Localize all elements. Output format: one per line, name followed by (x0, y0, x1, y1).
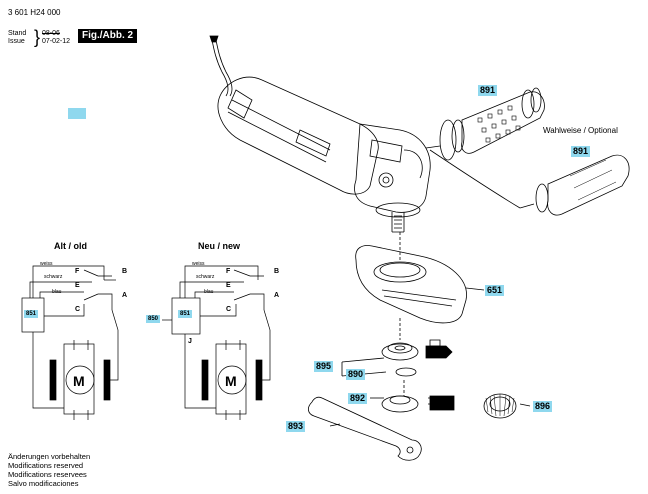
terminal-f-old: F (75, 268, 80, 275)
wire-schwarz-old: schwarz (44, 274, 63, 280)
optional-handle-grip (547, 154, 630, 216)
part-890: 890 (346, 369, 366, 380)
terminal-a-new: A (274, 292, 280, 299)
stand-date: 08-06 (42, 30, 60, 37)
optional-label: Wahlweise / Optional (543, 126, 618, 135)
terminal-e-new: E (226, 282, 231, 289)
part-851-new: 851 (178, 310, 193, 318)
motor-old: M (73, 373, 85, 389)
highlight-marker (68, 108, 86, 119)
part-651: 651 (485, 285, 505, 296)
terminal-b-old: B (122, 268, 128, 275)
terminal-c-new: C (226, 306, 232, 313)
flange-895 (381, 343, 419, 361)
figure-label: Fig./Abb. 2 (78, 29, 138, 43)
wire-blau-old: blau (52, 289, 62, 295)
terminal-e-old: E (75, 282, 80, 289)
terminal-j-new: J (188, 338, 192, 345)
handle-stud (425, 145, 441, 149)
modification-line-de: Änderungen vorbehalten (8, 452, 91, 461)
guard (355, 245, 467, 324)
modification-line-en: Modifications reserved (8, 461, 84, 470)
handle-flange (439, 119, 457, 161)
part-896: 896 (533, 401, 553, 412)
part-893: 893 (286, 421, 306, 432)
terminal-f-new: F (226, 268, 231, 275)
wiring-new-title: Neu / new (198, 241, 241, 251)
motor-new: M (225, 373, 237, 389)
terminal-a-old: A (122, 292, 128, 299)
part-891-optional: 891 (571, 146, 591, 157)
modification-line-fr: Modifications reservees (8, 470, 87, 479)
issue-date: 07-02-12 (42, 38, 71, 45)
optional-handle-flange (535, 183, 549, 213)
wire-weiss-old: weiss (40, 261, 53, 267)
part-891-top: 891 (478, 85, 498, 96)
wire-blau-new: blau (204, 289, 214, 295)
spanner-wrench (308, 396, 422, 461)
modifications-note: Änderungen vorbehalten Modifications res… (8, 452, 90, 488)
wire-weiss-new: weiss (192, 261, 205, 267)
gear-head (354, 123, 431, 213)
terminal-b-new: B (274, 268, 280, 275)
handle-grip-top (461, 91, 545, 154)
part-850: 850 (146, 315, 161, 323)
wiring-old (21, 265, 119, 420)
modification-line-es: Salvo modificaciones (8, 479, 79, 488)
part-851-old: 851 (24, 310, 39, 318)
stand-label: Stand (8, 30, 27, 37)
oring-890 (395, 367, 417, 377)
part-895: 895 (314, 361, 334, 372)
part-892: 892 (348, 393, 368, 404)
issue-label: Issue (8, 38, 25, 45)
power-cord (211, 39, 229, 97)
document-number: 3 601 H24 000 (8, 8, 61, 17)
wiring-old-title: Alt / old (54, 241, 87, 251)
wiring-new (162, 265, 271, 420)
brace-icon: } (34, 27, 41, 47)
terminal-c-old: C (75, 306, 81, 313)
grinder-body (217, 76, 379, 195)
wire-schwarz-new: schwarz (196, 274, 215, 280)
